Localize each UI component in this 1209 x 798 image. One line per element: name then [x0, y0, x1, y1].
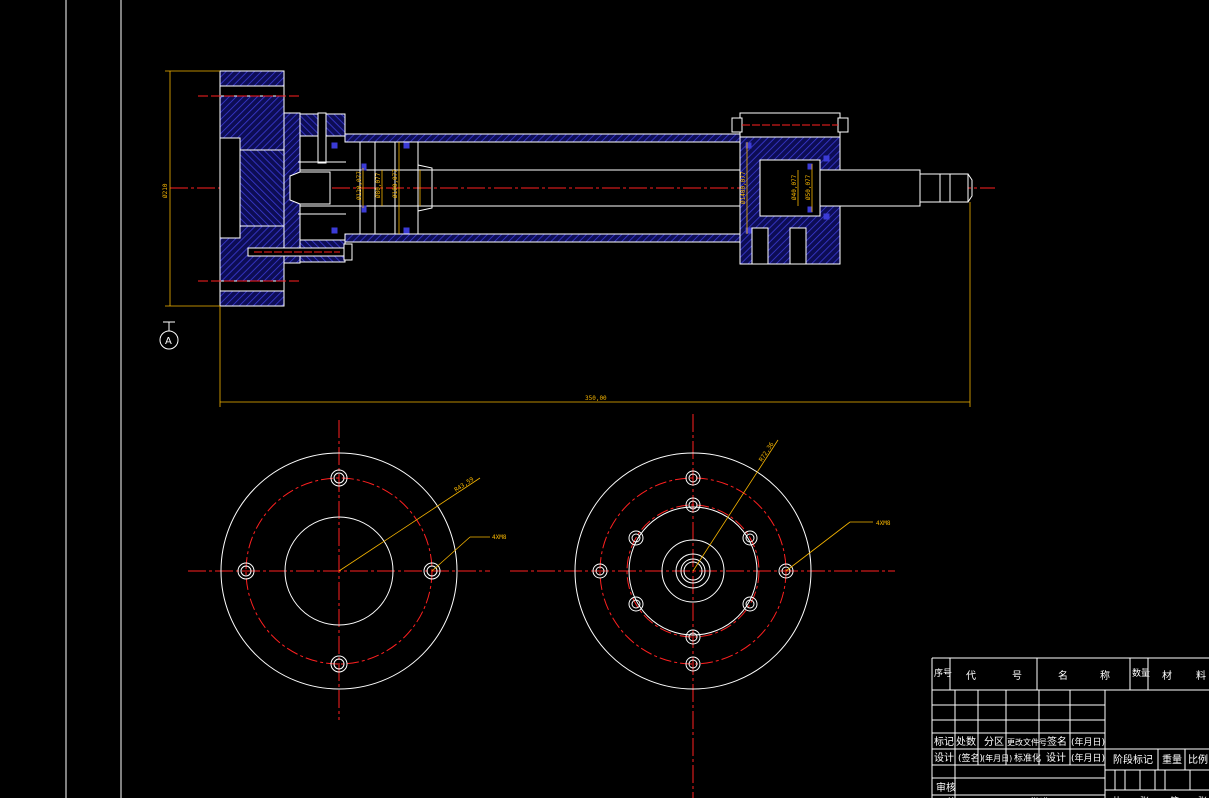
tb-header-qty: 数量 [1132, 667, 1150, 679]
right-inner-bolt-holes [628, 497, 758, 645]
right-pcd-label: R72,36 [758, 441, 776, 463]
tb-scale: 比例 [1188, 753, 1208, 766]
tb-header-code-1: 代 [966, 670, 976, 682]
gland-head [731, 112, 849, 265]
tb-review: 审核 [936, 781, 956, 794]
left-end-view: R43,59 4XM8 [188, 420, 507, 720]
bore-dim-large: Ø1400,077 [740, 171, 747, 204]
height-dim-label: Ø210 [162, 183, 169, 198]
tb-page: 第 [1170, 795, 1179, 798]
tb-rev-doc: 更改文件号 [1007, 737, 1047, 747]
tb-header-name-2: 称 [1100, 669, 1110, 682]
title-block-text: 序号 代 号 名 称 数量 材 料 标记 处数 分区 更改文件号 签名 (年月日… [934, 667, 1208, 798]
tb-header-name-1: 名 [1058, 669, 1068, 682]
left-bore-circle [284, 516, 394, 626]
tb-design-date-2: (年月日) [1071, 752, 1105, 764]
tb-rev-zone: 分区 [984, 736, 1004, 748]
tb-rev-sign: 签名 [1047, 735, 1067, 748]
tb-design-sign: (签名) [958, 752, 983, 764]
right-pitch-circle-inner [626, 504, 760, 638]
right-outer-circle [574, 452, 812, 690]
seals [331, 142, 830, 234]
tb-header-mat-2: 料 [1196, 669, 1206, 682]
tb-header-code-2: 号 [1012, 670, 1022, 682]
tb-sheet-2: 张 [1198, 796, 1207, 798]
rod-dim-2: Ø50,077 [805, 174, 812, 200]
right-outer-bolt-holes [592, 470, 794, 672]
tb-standard: 标准化 [1014, 752, 1041, 764]
left-holes-label: 4XM8 [492, 534, 507, 541]
view-marker [159, 321, 179, 350]
bore-dim-2: Ø80,077 [375, 172, 382, 198]
rod-dim-1: Ø40,077 [791, 174, 798, 200]
tb-design-2: 设计 [1046, 751, 1066, 764]
left-outer-circle [220, 452, 458, 690]
right-inner-circle [628, 506, 758, 636]
tb-rev-date: (年月日) [1071, 736, 1105, 748]
tb-total: 共 [1112, 796, 1121, 798]
piston-rod [819, 169, 973, 207]
left-pcd-label: R43,59 [453, 476, 475, 494]
tb-stage-mark: 阶段标记 [1113, 753, 1153, 766]
left-bolt-holes [237, 469, 441, 673]
tb-rev-count: 处数 [956, 735, 976, 748]
height-dimension [165, 70, 220, 307]
tb-design-date: (年月日) [982, 753, 1012, 763]
right-holes-label: 4XM8 [876, 520, 891, 527]
tb-design: 设计 [934, 751, 954, 764]
length-dimension [219, 202, 971, 407]
view-label: A [165, 336, 172, 347]
title-block [931, 657, 1209, 798]
internal-dims [362, 142, 813, 234]
bore-dim-1: Ø120,077 [356, 171, 363, 200]
tb-weight: 重量 [1162, 753, 1182, 766]
left-flange [198, 70, 302, 307]
tb-sheet-1: 张 [1140, 796, 1149, 798]
drawing-frame [65, 0, 122, 798]
tb-header-mat-1: 材 [1162, 669, 1172, 682]
bore-dim-3: Ø100,077 [392, 169, 399, 198]
cylinder-section-view: Ø120,077 Ø80,077 Ø100,077 Ø1400,077 Ø40,… [159, 70, 995, 407]
tb-header-seq: 序号 [934, 667, 952, 679]
tie-bolt [247, 243, 353, 261]
right-end-view: R72,36 4XM8 [510, 414, 895, 798]
tb-rev-mark: 标记 [934, 736, 954, 748]
length-dim-label: 350,00 [585, 395, 607, 402]
